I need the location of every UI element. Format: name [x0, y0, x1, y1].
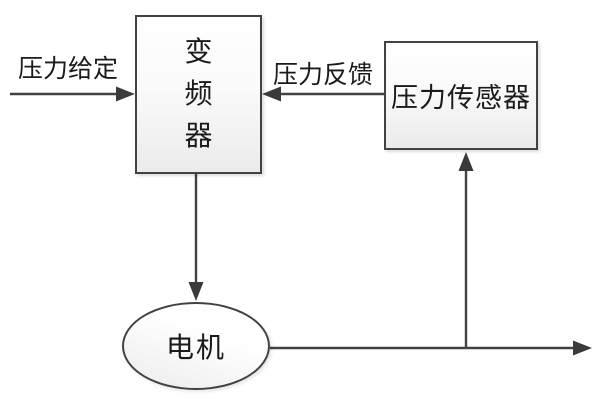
node-pressure-sensor: 压力传感器 — [384, 41, 538, 150]
node-inverter-label: 变 频 器 — [184, 36, 213, 152]
motor-output-arrow — [270, 340, 592, 356]
inverter-to-motor-arrow — [188, 174, 204, 301]
feedback-arrow — [262, 86, 384, 102]
edge-label-setpoint: 压力给定 — [17, 56, 118, 83]
node-motor: 电机 — [122, 302, 270, 390]
output-to-sensor-arrow — [458, 152, 474, 348]
edge-label-feedback: 压力反馈 — [272, 62, 373, 89]
node-inverter: 变 频 器 — [135, 15, 262, 174]
setpoint-arrow — [10, 86, 135, 102]
node-motor-label: 电机 — [165, 333, 226, 364]
node-pressure-sensor-label: 压力传感器 — [391, 83, 531, 113]
